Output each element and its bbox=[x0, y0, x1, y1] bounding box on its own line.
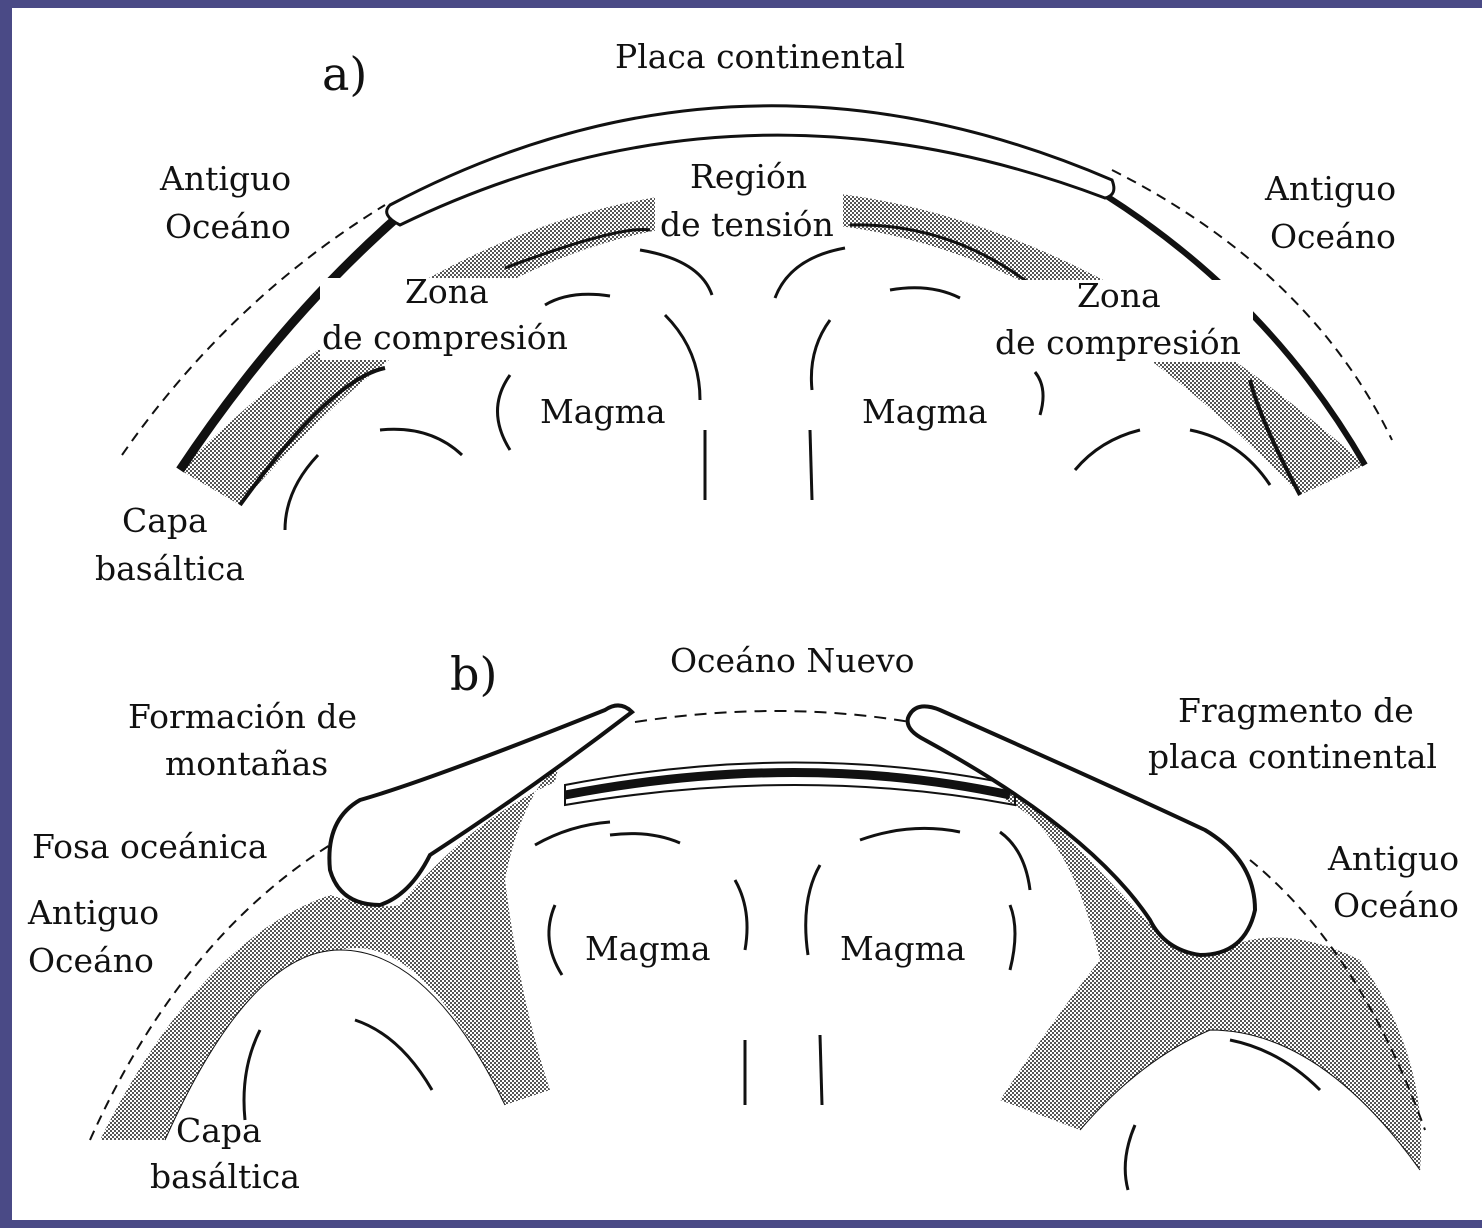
compression-left-line1: Zona bbox=[405, 272, 489, 311]
old-ocean-left-a-line2: Oceáno bbox=[165, 207, 291, 246]
basalt-layer-b-line2: basáltica bbox=[150, 1157, 300, 1196]
old-ocean-right-a-line2: Oceáno bbox=[1270, 217, 1396, 256]
new-ocean-plate bbox=[565, 773, 1010, 796]
basalt-layer-a-line2: basáltica bbox=[95, 549, 245, 588]
panel-a-letter: a) bbox=[322, 47, 367, 101]
compression-right-line2: de compresión bbox=[995, 323, 1241, 362]
ocean-dash-top-b bbox=[635, 711, 910, 722]
magma-left-a: Magma bbox=[540, 392, 666, 431]
old-ocean-right-b-line1: Antiguo bbox=[1327, 839, 1459, 878]
ocean-trench-label: Fosa oceánica bbox=[32, 827, 268, 866]
magma-left-b: Magma bbox=[585, 929, 711, 968]
mountain-formation-line1: Formación de bbox=[128, 697, 357, 736]
mountain-formation-line2: montañas bbox=[165, 744, 328, 783]
compression-right-line1: Zona bbox=[1077, 276, 1161, 315]
basalt-layer-b-line1: Capa bbox=[176, 1111, 262, 1150]
magma-right-a: Magma bbox=[862, 392, 988, 431]
old-ocean-left-a-line1: Antiguo bbox=[159, 159, 291, 198]
magma-right-b: Magma bbox=[840, 929, 966, 968]
panel-b: b) Oceáno Nuevo Formación de montañas Fr… bbox=[27, 641, 1459, 1196]
tension-region-line2: de tensión bbox=[660, 205, 834, 244]
panel-a: a) Placa continental Antiguo Oceáno Anti… bbox=[95, 37, 1396, 588]
old-ocean-left-b-line1: Antiguo bbox=[27, 893, 159, 932]
crust-left-b bbox=[100, 760, 560, 1140]
old-ocean-left-b-line2: Oceáno bbox=[28, 941, 154, 980]
old-ocean-right-a-line1: Antiguo bbox=[1264, 169, 1396, 208]
tension-region-line1: Región bbox=[690, 157, 807, 196]
old-ocean-right-b-line2: Oceáno bbox=[1333, 886, 1459, 925]
compression-left-line2: de compresión bbox=[322, 318, 568, 357]
fragment-line2: placa continental bbox=[1148, 737, 1437, 776]
basalt-layer-a-line1: Capa bbox=[122, 501, 208, 540]
new-ocean-label: Oceáno Nuevo bbox=[670, 641, 915, 680]
fragment-line1: Fragmento de bbox=[1178, 691, 1414, 730]
continental-plate-label: Placa continental bbox=[615, 37, 905, 76]
panel-b-letter: b) bbox=[450, 647, 497, 701]
